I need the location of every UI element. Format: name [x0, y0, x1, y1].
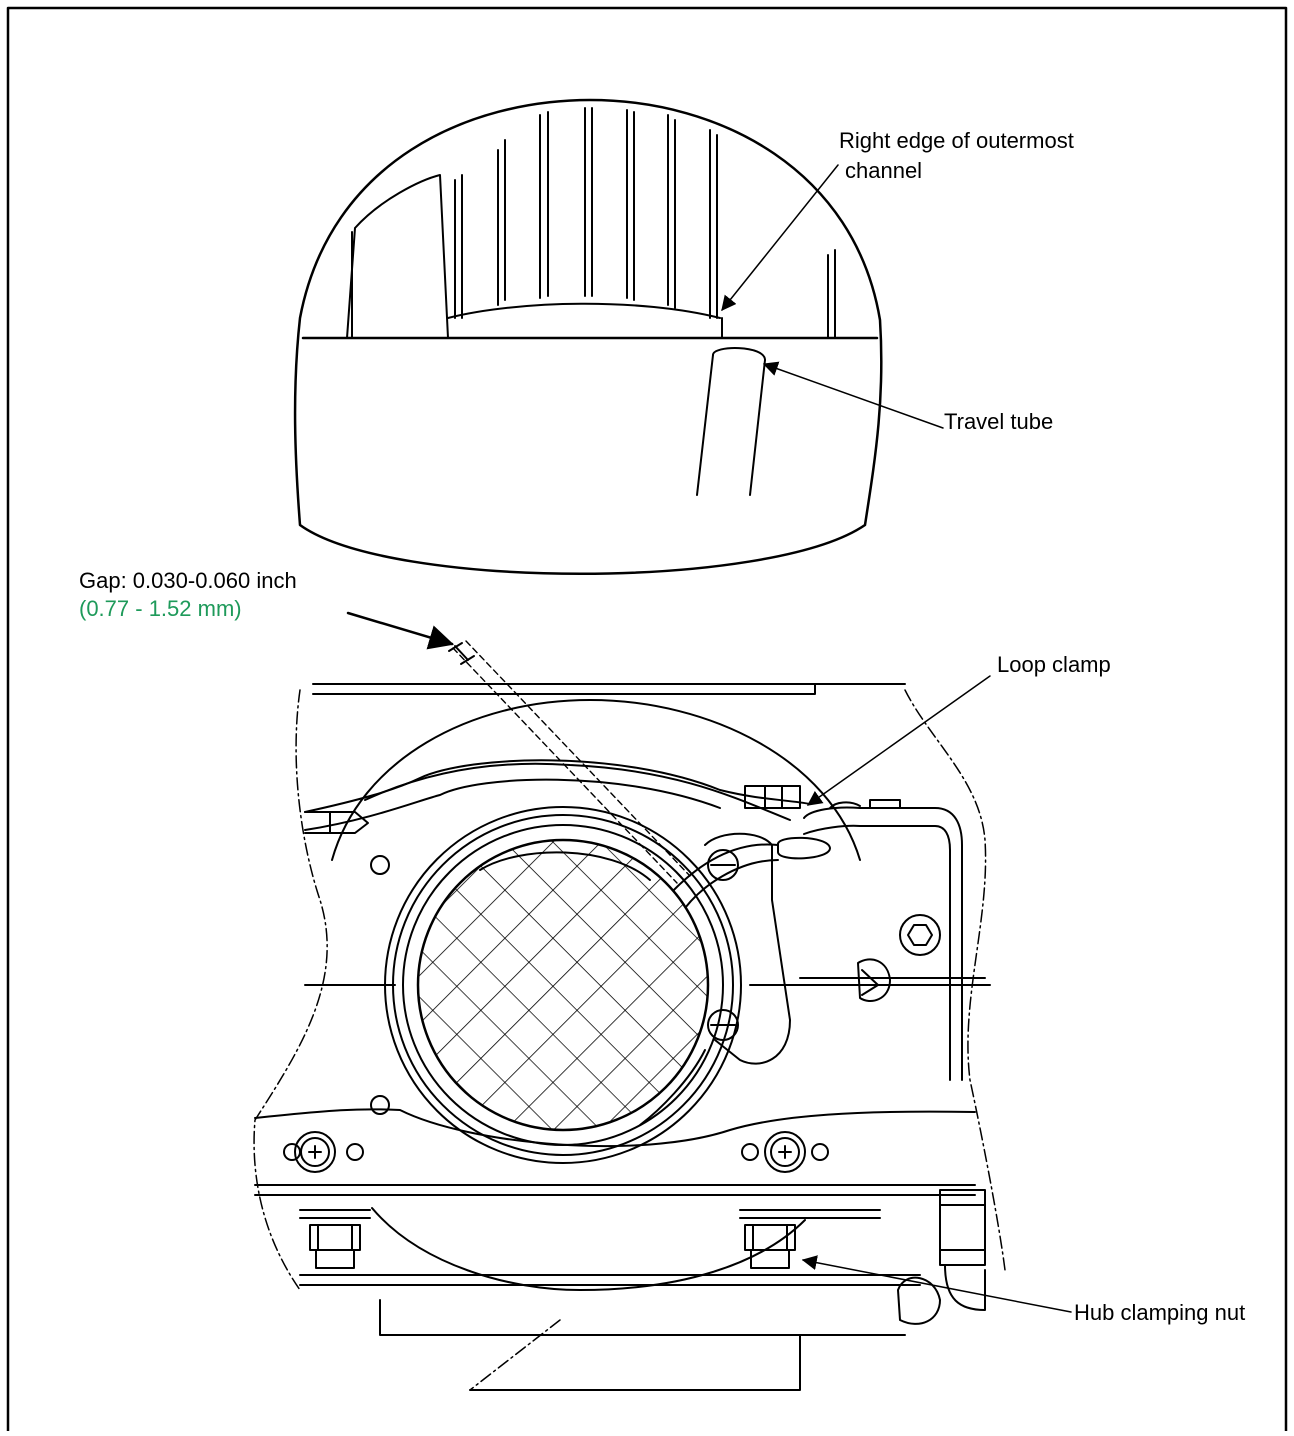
leader-gap — [346, 611, 454, 650]
leader-loop-clamp — [806, 675, 991, 806]
detail-view — [293, 98, 883, 575]
detail-outline — [293, 98, 883, 575]
main-assembly — [253, 683, 1006, 1391]
loop-clamp — [659, 785, 963, 1081]
break-line-left — [253, 689, 328, 1291]
callout-gap-mm: (0.77 - 1.52 mm) — [79, 596, 242, 621]
callout-gap-inch: Gap: 0.030-0.060 inch — [79, 568, 297, 593]
hub-nut-left — [309, 1224, 361, 1269]
leader-hub-nut — [801, 1255, 1072, 1313]
callout-outer-channel-line2: channel — [845, 158, 923, 183]
gap-indicator — [448, 640, 691, 884]
travel-tube — [696, 347, 766, 496]
break-line-right — [904, 689, 1006, 1271]
hub-nut-right — [744, 1224, 796, 1269]
callout-loop-clamp: Loop clamp — [997, 652, 1111, 677]
channel-fins — [447, 107, 721, 319]
leader-outer-channel — [721, 164, 839, 311]
filter-assembly — [384, 806, 742, 1164]
callout-outer-channel-line1: Right edge of outermost — [839, 128, 1074, 153]
leader-travel-tube — [762, 361, 944, 429]
callout-hub-nut: Hub clamping nut — [1074, 1300, 1246, 1325]
filter-mesh — [416, 838, 710, 1132]
page-frame — [6, 6, 1288, 1433]
callout-travel-tube: Travel tube — [944, 409, 1054, 434]
